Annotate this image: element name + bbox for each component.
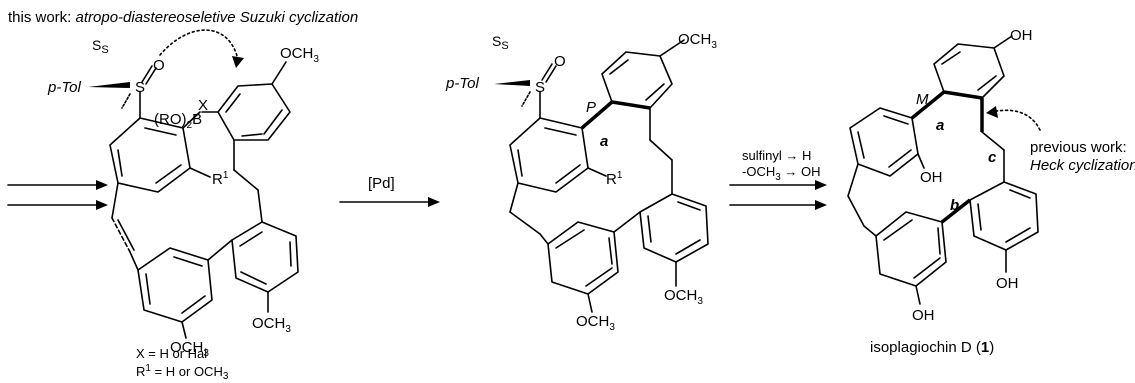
header-title: atropo-diastereoseletive Suzuki cyclizat… bbox=[76, 9, 359, 26]
mol2-och3-mid: OCH3 bbox=[664, 287, 703, 307]
mol2-oxygen-label: O bbox=[554, 53, 566, 70]
mol2-ss-label: SS bbox=[492, 33, 509, 52]
mol2-r1-label: R1 bbox=[606, 170, 623, 188]
mol2-ring-middle-right bbox=[639, 193, 709, 263]
compound-number: 1 bbox=[981, 339, 989, 356]
deprotection-line-2: -OCH3 → OH bbox=[742, 164, 821, 183]
mol1-oxygen-label: O bbox=[153, 57, 165, 74]
multistep-arrow-in bbox=[7, 180, 108, 210]
mol1-ring-boronate-aryl bbox=[217, 83, 291, 141]
mol2-och3-bottom: OCH3 bbox=[576, 313, 615, 333]
pd-reagent-label: [Pd] bbox=[368, 175, 395, 192]
mol2-ring-top-right bbox=[601, 51, 673, 109]
mol3-ring-bottom bbox=[875, 211, 947, 287]
mol3-oh-left: OH bbox=[920, 169, 943, 186]
mol2-ring-left-aryl bbox=[509, 117, 589, 193]
mol3-oh-bottom: OH bbox=[912, 307, 935, 324]
deprotection-line-1: sulfinyl → H bbox=[742, 148, 811, 163]
mol2-p-tol-label: p-Tol bbox=[445, 75, 479, 92]
mol3-curved-arrow bbox=[991, 109, 1041, 131]
mol1-curved-arrow bbox=[159, 29, 239, 61]
mol1-hashed-wedge bbox=[88, 82, 130, 88]
mol1-x-label: X bbox=[198, 97, 208, 114]
molecule-1-starting-material: SS p-Tol S O X (RO)2B R1 OCH3 OCH3 OCH3 … bbox=[47, 29, 319, 382]
mol1-och3-top: OCH3 bbox=[280, 45, 319, 65]
previous-work-line-2: Heck cyclization bbox=[1030, 157, 1135, 174]
mol2-bond-a-label: a bbox=[600, 133, 608, 150]
mol1-sulfur-label: S bbox=[135, 79, 145, 96]
mol1-och3-mid: OCH3 bbox=[252, 315, 291, 335]
molecule-3-isoplagiochin-d: OH OH OH OH M a b c previous work: Heck … bbox=[847, 27, 1135, 356]
mol3-oh-right: OH bbox=[996, 275, 1019, 292]
mol1-note-x: X = H or Hal bbox=[136, 346, 207, 361]
mol1-och3-bottom: OCH3 bbox=[170, 339, 209, 359]
molecule-2-cyclized: SS p-Tol S O P a R1 OCH3 OCH3 OCH3 bbox=[445, 31, 717, 333]
mol1-ring-bottom-anisole bbox=[137, 247, 213, 323]
mol1-p-tol-label: p-Tol bbox=[47, 79, 81, 96]
scheme-header: this work: atropo-diastereoseletive Suzu… bbox=[8, 9, 358, 26]
mol2-ring-bottom bbox=[547, 221, 619, 295]
deprotection-arrow: sulfinyl → H -OCH3 → OH bbox=[729, 148, 827, 210]
mol3-axis-label: M bbox=[916, 91, 929, 108]
header-prefix: this work: bbox=[8, 9, 76, 26]
mol1-note-r1: R1 = H or OCH3 bbox=[136, 363, 229, 382]
mol1-ring-middle bbox=[231, 221, 299, 293]
mol1-ss-label: SS bbox=[92, 37, 109, 56]
mol3-bond-c-label: c bbox=[988, 149, 997, 166]
mol2-och3-top: OCH3 bbox=[678, 31, 717, 51]
mol2-axis-label: P bbox=[586, 99, 596, 116]
compound-name: isoplagiochin D (1) bbox=[870, 339, 994, 356]
previous-work-line-1: previous work: bbox=[1030, 139, 1127, 156]
mol2-sulfur-label: S bbox=[535, 79, 545, 96]
mol1-boronate-label: (RO)2B bbox=[154, 111, 202, 131]
mol3-oh-top: OH bbox=[1010, 27, 1033, 44]
pd-reaction-arrow: [Pd] bbox=[339, 175, 440, 207]
mol3-bond-b-label: b bbox=[950, 197, 959, 214]
mol3-ring-top-right bbox=[933, 43, 1005, 99]
mol1-r1-label: R1 bbox=[212, 170, 229, 188]
mol3-bond-a-label: a bbox=[936, 117, 944, 134]
mol3-ring-middle-right bbox=[969, 181, 1039, 251]
